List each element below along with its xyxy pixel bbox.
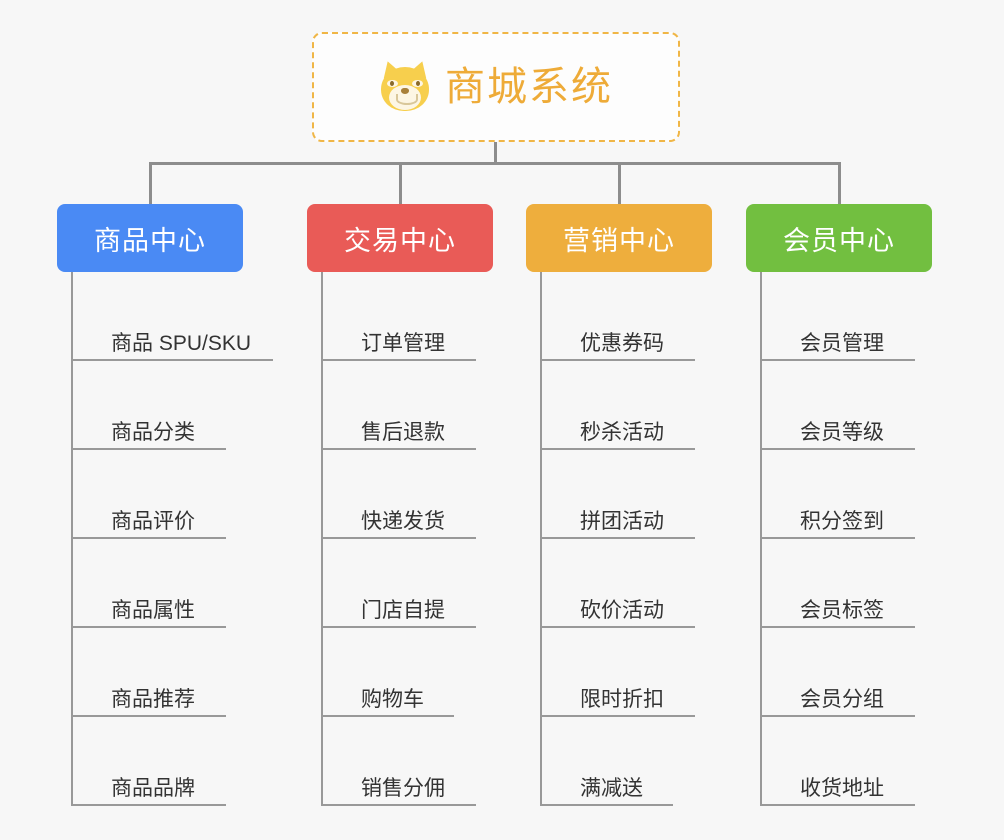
leaf-underline [321,804,476,806]
leaf-label: 积分签到 [800,509,884,533]
category-node-4[interactable]: 会员中心 [746,204,932,272]
leaf-node[interactable]: 门店自提 [321,539,484,628]
leaf-node[interactable]: 会员标签 [760,539,923,628]
leaf-node[interactable]: 优惠券码 [540,272,703,361]
leaf-label: 商品品牌 [111,776,195,800]
leaf-node[interactable]: 积分签到 [760,450,923,539]
connector-drop-1 [149,162,152,204]
leaf-label: 销售分佣 [361,776,445,800]
leaf-underline [71,626,226,628]
leaf-label: 优惠券码 [580,331,664,355]
leaf-node[interactable]: 商品品牌 [71,717,234,806]
leaf-underline [760,804,915,806]
leaf-label: 购物车 [361,687,424,711]
leaf-node[interactable]: 拼团活动 [540,450,703,539]
leaf-label: 限时折扣 [580,687,664,711]
category-label: 会员中心 [783,225,895,256]
leaf-node[interactable]: 商品评价 [71,450,234,539]
leaf-node[interactable]: 秒杀活动 [540,361,703,450]
connector-drop-2 [399,162,402,204]
leaf-underline [71,804,226,806]
leaf-label: 售后退款 [361,420,445,444]
leaf-underline [760,448,915,450]
leaf-label: 门店自提 [361,598,445,622]
leaf-label: 商品 SPU/SKU [111,331,252,355]
branch-spine [321,272,323,806]
leaf-node[interactable]: 销售分佣 [321,717,484,806]
leaf-label: 会员等级 [800,420,884,444]
leaf-node[interactable]: 商品推荐 [71,628,234,717]
leaf-node[interactable]: 商品属性 [71,539,234,628]
leaf-label: 会员管理 [800,331,884,355]
branch-spine [760,272,762,806]
leaf-label: 满减送 [580,776,643,800]
leaf-node[interactable]: 会员分组 [760,628,923,717]
leaf-label: 商品属性 [111,598,195,622]
leaf-underline [760,626,915,628]
category-node-3[interactable]: 营销中心 [526,204,712,272]
leaf-underline [540,448,695,450]
category-label: 商品中心 [94,225,206,256]
leaf-underline [321,626,476,628]
connector-drop-4 [838,162,841,204]
category-node-2[interactable]: 交易中心 [307,204,493,272]
leaf-label: 商品评价 [111,509,195,533]
branch-spine [540,272,542,806]
leaf-underline [760,537,915,539]
leaf-label: 会员分组 [800,687,884,711]
leaf-underline [71,359,273,361]
leaf-underline [760,359,915,361]
leaf-node[interactable]: 商品分类 [71,361,234,450]
category-label: 营销中心 [563,225,675,256]
leaf-label: 秒杀活动 [580,420,664,444]
leaf-underline [321,448,476,450]
leaf-underline [540,537,695,539]
leaf-underline [540,715,695,717]
leaf-underline [321,715,454,717]
leaf-underline [71,537,226,539]
connector-root-stem [494,142,497,164]
leaf-node[interactable]: 限时折扣 [540,628,703,717]
leaf-node[interactable]: 商品 SPU/SKU [71,272,281,361]
leaf-underline [540,804,673,806]
category-node-1[interactable]: 商品中心 [57,204,243,272]
leaf-label: 快递发货 [361,509,445,533]
page-title: 商城系统 [445,65,613,109]
leaf-underline [321,359,476,361]
branch-spine [71,272,73,806]
connector-drop-3 [618,162,621,204]
leaf-node[interactable]: 收货地址 [760,717,923,806]
leaf-label: 商品推荐 [111,687,195,711]
leaf-underline [321,537,476,539]
category-label: 交易中心 [344,225,456,256]
leaf-node[interactable]: 会员管理 [760,272,923,361]
leaf-label: 拼团活动 [580,509,664,533]
shiba-dog-face-icon [379,58,431,113]
leaf-node[interactable]: 购物车 [321,628,462,717]
leaf-underline [71,715,226,717]
leaf-node[interactable]: 满减送 [540,717,681,806]
leaf-node[interactable]: 订单管理 [321,272,484,361]
leaf-underline [540,359,695,361]
leaf-underline [71,448,226,450]
leaf-label: 收货地址 [800,776,884,800]
leaf-underline [540,626,695,628]
leaf-underline [760,715,915,717]
leaf-node[interactable]: 砍价活动 [540,539,703,628]
leaf-label: 订单管理 [361,331,445,355]
leaf-node[interactable]: 售后退款 [321,361,484,450]
connector-horizontal-bus [149,162,840,165]
leaf-label: 砍价活动 [580,598,664,622]
root-node[interactable]: 商城系统 [312,32,680,142]
leaf-node[interactable]: 会员等级 [760,361,923,450]
leaf-node[interactable]: 快递发货 [321,450,484,539]
leaf-label: 商品分类 [111,420,195,444]
leaf-label: 会员标签 [800,598,884,622]
